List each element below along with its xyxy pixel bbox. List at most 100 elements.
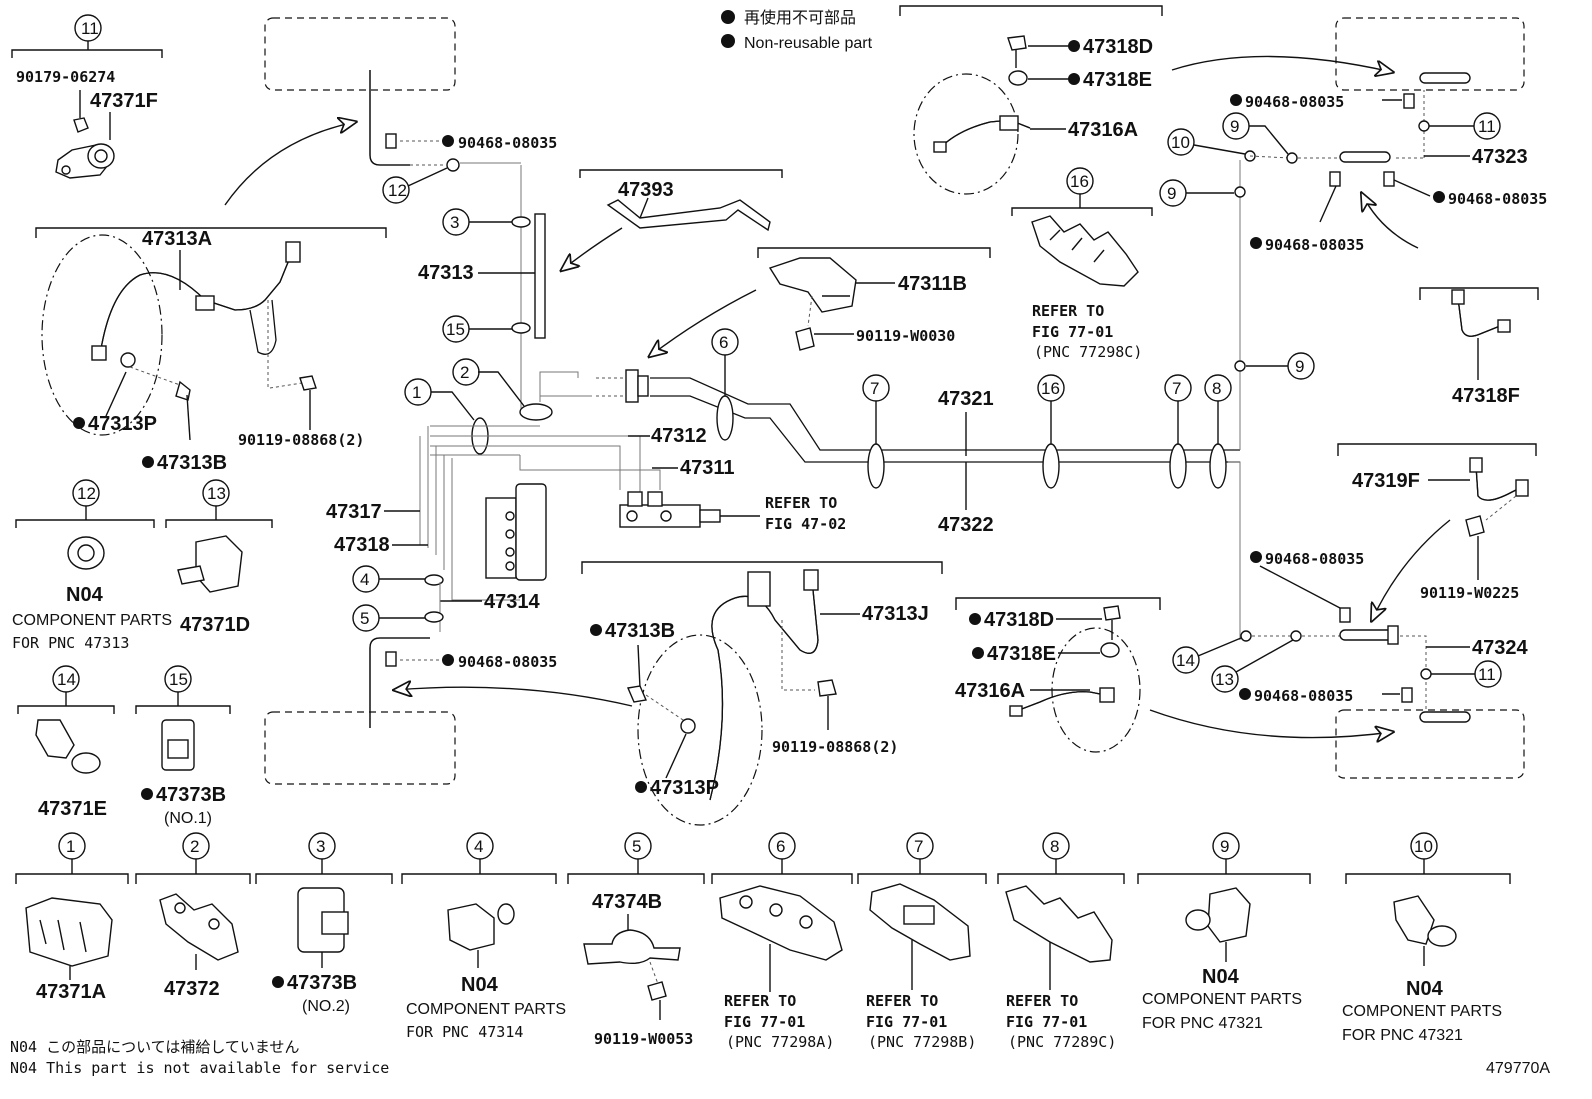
group-callout-13-left: 13 47371D	[165, 479, 273, 636]
svg-text:N04: N04	[1202, 966, 1240, 988]
arrow-front-right	[1149, 709, 1392, 738]
svg-text:2: 2	[190, 837, 199, 856]
svg-text:FIG 77-01: FIG 77-01	[866, 1013, 947, 1031]
svg-text:FIG 77-01: FIG 77-01	[724, 1013, 805, 1031]
svg-text:47314: 47314	[484, 591, 540, 613]
svg-text:90468-08035: 90468-08035	[1265, 236, 1364, 254]
svg-text:N04: N04	[66, 584, 104, 606]
bottom-callout-10: 10 N04 COMPONENT PARTS FOR PNC 47321	[1342, 832, 1511, 1044]
svg-text:REFER TO: REFER TO	[724, 992, 796, 1010]
svg-text:FOR PNC 47321: FOR PNC 47321	[1142, 1015, 1263, 1032]
svg-text:10: 10	[1414, 837, 1433, 856]
svg-text:3: 3	[316, 837, 325, 856]
svg-text:47393: 47393	[618, 179, 674, 201]
svg-text:47316A: 47316A	[955, 680, 1025, 702]
svg-text:15: 15	[446, 320, 465, 339]
svg-text:47311B: 47311B	[898, 273, 967, 295]
arrow-47318F	[1362, 194, 1419, 249]
svg-text:47313J: 47313J	[862, 603, 929, 625]
bottom-callout-5: 5 47374B 90119-W0053	[567, 832, 705, 1048]
svg-text:47313B: 47313B	[605, 620, 675, 642]
svg-text:14: 14	[1176, 651, 1195, 670]
svg-text:REFER TO: REFER TO	[1032, 302, 1104, 320]
arrow-47311B	[650, 289, 757, 356]
svg-text:47313: 47313	[418, 262, 474, 284]
svg-text:9: 9	[1295, 357, 1304, 376]
bottom-callout-3: 3 47373B (NO.2)	[255, 832, 393, 1015]
svg-text:5: 5	[632, 837, 641, 856]
footer-notes: N04 この部品については補給していません N04 This part is n…	[10, 1038, 1550, 1077]
rear-right-box	[1335, 17, 1525, 91]
brake-lines-center: 6 7 16 7 8 47321 47322	[539, 328, 1240, 536]
svg-text:90119-W0225: 90119-W0225	[1420, 584, 1519, 602]
group-47393: 47393	[579, 169, 783, 232]
arrow-rear-right	[1171, 55, 1392, 72]
svg-text:REFER TO: REFER TO	[1006, 992, 1078, 1010]
svg-text:47318E: 47318E	[987, 643, 1056, 665]
svg-text:16: 16	[1070, 172, 1089, 191]
arrow-to-rear-left	[224, 122, 355, 206]
svg-text:47313B: 47313B	[157, 452, 227, 474]
svg-text:47318: 47318	[334, 534, 390, 556]
svg-text:7: 7	[1172, 379, 1181, 398]
svg-text:再使用不可部品: 再使用不可部品	[744, 9, 856, 27]
svg-text:47373B: 47373B	[156, 784, 226, 806]
svg-text:47318E: 47318E	[1083, 69, 1152, 91]
svg-text:47313P: 47313P	[88, 413, 157, 435]
svg-text:479770A: 479770A	[1486, 1060, 1550, 1077]
svg-text:90179-06274: 90179-06274	[16, 68, 115, 86]
svg-text:N04 この部品については補給していません: N04 この部品については補給していません	[10, 1038, 299, 1056]
svg-text:47318D: 47318D	[1083, 36, 1153, 58]
svg-text:90119-08868(2): 90119-08868(2)	[772, 738, 898, 756]
svg-text:REFER TO: REFER TO	[866, 992, 938, 1010]
group-callout-14: 14 47371E	[17, 665, 115, 820]
clip-47371F-icon	[55, 117, 115, 179]
svg-text:12: 12	[77, 484, 96, 503]
svg-text:6: 6	[776, 837, 785, 856]
svg-text:90468-08035: 90468-08035	[1245, 93, 1344, 111]
svg-text:47373B: 47373B	[287, 972, 357, 994]
arrow-front-left	[395, 687, 633, 707]
front-right-box	[1335, 709, 1525, 779]
svg-text:(PNC 77298A): (PNC 77298A)	[726, 1033, 834, 1051]
group-47316A-upper: 47318D 47318E 47316A	[899, 5, 1163, 195]
svg-text:5: 5	[360, 609, 369, 628]
svg-text:Non-reusable part: Non-reusable part	[744, 35, 873, 52]
svg-text:90468-08035: 90468-08035	[1265, 550, 1364, 568]
svg-text:90468-08035: 90468-08035	[1254, 687, 1353, 705]
svg-text:14: 14	[57, 670, 76, 689]
svg-text:11: 11	[1478, 117, 1496, 136]
svg-text:7: 7	[870, 379, 879, 398]
group-47318F: 47318F	[1419, 287, 1539, 407]
svg-text:47311: 47311	[680, 457, 735, 479]
svg-text:(NO.2): (NO.2)	[302, 998, 350, 1015]
svg-text:11: 11	[1478, 665, 1496, 684]
svg-text:REFER TO: REFER TO	[765, 494, 837, 512]
svg-text:COMPONENT PARTS: COMPONENT PARTS	[12, 612, 172, 629]
group-47316A-lower: 47318D 47318E 47316A	[955, 597, 1161, 753]
svg-text:47371A: 47371A	[36, 981, 106, 1003]
group-callout-15: 15 47373B (NO.1)	[135, 665, 231, 827]
svg-text:47319F: 47319F	[1352, 470, 1420, 492]
svg-text:N04 This part is not available: N04 This part is not available for servi…	[10, 1059, 389, 1077]
svg-text:90119-08868(2): 90119-08868(2)	[238, 431, 364, 449]
group-callout-12: 12 N04 COMPONENT PARTS FOR PNC 47313	[12, 479, 172, 652]
group-callout-11-topleft: 11 90179-06274 47371F	[11, 14, 163, 179]
svg-text:1: 1	[412, 383, 421, 402]
svg-text:10: 10	[1171, 133, 1190, 152]
bottom-callout-6: 6 REFER TO FIG 77-01 (PNC 77298A)	[711, 832, 853, 1051]
svg-text:47312: 47312	[651, 425, 707, 447]
svg-text:(NO.1): (NO.1)	[164, 810, 212, 827]
svg-text:47323: 47323	[1472, 146, 1528, 168]
svg-text:12: 12	[388, 181, 407, 200]
svg-text:FIG 77-01: FIG 77-01	[1006, 1013, 1087, 1031]
svg-text:1: 1	[66, 837, 75, 856]
svg-text:9: 9	[1220, 837, 1229, 856]
svg-text:47371F: 47371F	[90, 90, 158, 112]
svg-text:16: 16	[1041, 379, 1060, 398]
svg-text:2: 2	[460, 363, 469, 382]
svg-text:13: 13	[207, 484, 226, 503]
group-47313: 3 47313 15	[418, 162, 546, 412]
svg-text:7: 7	[914, 837, 923, 856]
